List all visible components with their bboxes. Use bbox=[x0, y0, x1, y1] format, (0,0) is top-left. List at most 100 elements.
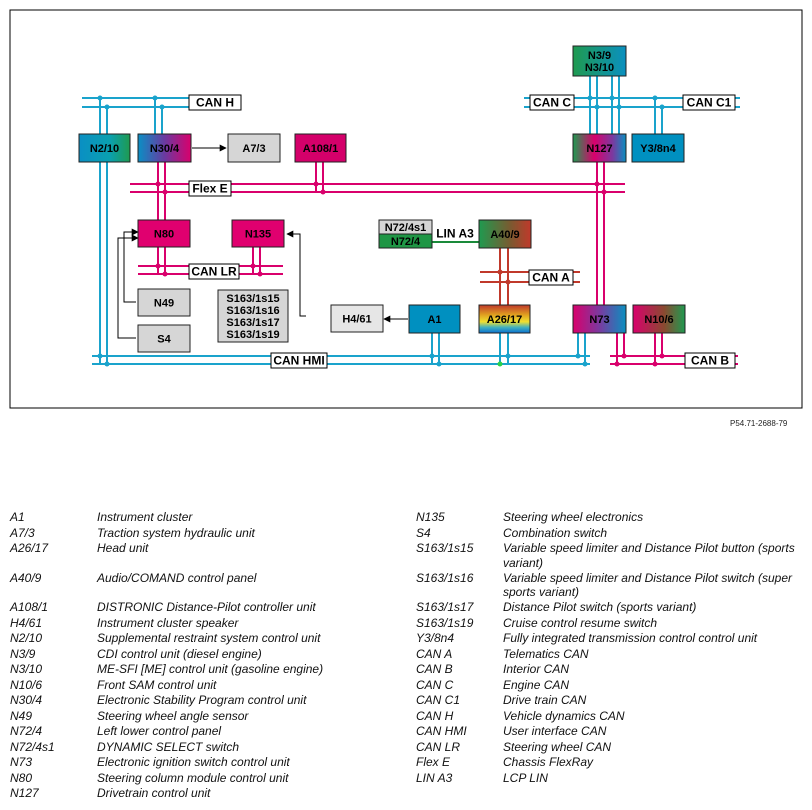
unit-label: N72/4 bbox=[391, 236, 421, 248]
bus-label-text: LIN A3 bbox=[436, 227, 474, 241]
unit-label: N2/10 bbox=[90, 143, 119, 155]
unit-a26-17: A26/17 bbox=[478, 304, 531, 334]
bus-label-text: CAN LR bbox=[191, 265, 237, 279]
unit-label: N49 bbox=[154, 298, 174, 310]
legend-row: CAN C Engine CAN bbox=[416, 678, 806, 694]
legend-description: Drive train CAN bbox=[503, 693, 587, 707]
legend-description: Steering wheel angle sensor bbox=[97, 708, 249, 723]
legend-code: N30/4 bbox=[10, 693, 43, 707]
legend-description: Instrument cluster speaker bbox=[97, 615, 239, 630]
legend-description: Traction system hydraulic unit bbox=[97, 525, 255, 540]
unit-label: N3/10 bbox=[585, 62, 614, 74]
legend-row: S163/1s19 Cruise control resume switch bbox=[416, 616, 806, 632]
legend-code: S163/1s17 bbox=[416, 600, 474, 614]
unit-label: N3/9 bbox=[588, 50, 611, 62]
legend-row: H4/61 Instrument cluster speaker bbox=[10, 616, 390, 632]
bus-label-text: Flex E bbox=[192, 182, 227, 196]
unit-n73: N73 bbox=[572, 304, 627, 334]
unit-label: N10/6 bbox=[644, 314, 673, 326]
legend-code: N135 bbox=[416, 510, 445, 524]
legend-description: Engine CAN bbox=[503, 677, 570, 692]
legend-description: Vehicle dynamics CAN bbox=[503, 708, 625, 723]
legend-description: LCP LIN bbox=[503, 770, 548, 785]
legend-code: N127 bbox=[10, 786, 39, 800]
legend-description: DISTRONIC Distance-Pilot controller unit bbox=[97, 600, 316, 614]
legend-row: LIN A3 LCP LIN bbox=[416, 771, 806, 787]
unit-n49: N49 bbox=[137, 288, 191, 317]
legend-description: Audio/COMAND control panel bbox=[97, 570, 257, 585]
unit-n135: N135 bbox=[231, 219, 285, 248]
legend-code: Y3/8n4 bbox=[416, 631, 455, 645]
bus-label-can-c: CAN C bbox=[529, 94, 575, 111]
legend-row: A108/1 DISTRONIC Distance-Pilot controlle… bbox=[10, 600, 390, 616]
legend-description: Variable speed limiter and Distance Pilo… bbox=[503, 541, 795, 570]
bus-label-can-lr: CAN LR bbox=[188, 263, 240, 280]
unit-label: S163/1s16 bbox=[226, 305, 279, 317]
signal-arrows bbox=[117, 144, 408, 339]
unit-s4: S4 bbox=[137, 324, 191, 353]
bus-label-text: CAN H bbox=[196, 96, 234, 110]
legend-code: S163/1s16 bbox=[416, 570, 474, 585]
unit-label: Y3/8n4 bbox=[640, 143, 676, 155]
unit-n10-6: N10/6 bbox=[632, 304, 686, 334]
legend-description: Variable speed limiter and Distance Pilo… bbox=[503, 570, 793, 600]
legend-code: CAN HMI bbox=[416, 724, 467, 738]
legend-description: Drivetrain control unit bbox=[97, 786, 211, 800]
figure-reference: P54.71-2688-79 bbox=[730, 419, 788, 428]
unit-a108-1: A108/1 bbox=[294, 133, 347, 163]
legend-description: Cruise control resume switch bbox=[503, 615, 658, 630]
unit-label: S163/1s17 bbox=[226, 317, 279, 329]
legend-description: Distance Pilot switch (sports variant) bbox=[503, 600, 697, 614]
bus-label-can-b: CAN B bbox=[684, 352, 736, 369]
legend-code: N72/4s1 bbox=[10, 739, 55, 754]
legend-description: Steering wheel CAN bbox=[503, 739, 612, 754]
legend-description: Left lower control panel bbox=[97, 724, 222, 738]
diagram-frame bbox=[9, 9, 803, 409]
legend-description: Front SAM control unit bbox=[97, 677, 217, 692]
bus-label-can-h: CAN H bbox=[188, 94, 242, 111]
unit-label: A7/3 bbox=[242, 143, 265, 155]
legend-code: A108/1 bbox=[10, 600, 49, 614]
legend-description: Steering column module control unit bbox=[97, 770, 289, 785]
legend-description: Steering wheel electronics bbox=[503, 510, 644, 524]
legend-code: Flex E bbox=[416, 755, 451, 769]
legend-code: N73 bbox=[10, 755, 33, 769]
legend-code: A7/3 bbox=[10, 525, 35, 540]
legend-row: A7/3 Traction system hydraulic unit bbox=[10, 526, 390, 542]
bus-label-text: CAN B bbox=[691, 354, 729, 368]
unit-n30-4: N30/4 bbox=[137, 133, 192, 163]
unit-label: N135 bbox=[245, 229, 271, 241]
legend-code: N49 bbox=[10, 708, 33, 723]
unit-n2-10: N2/10 bbox=[78, 133, 131, 163]
legend-description: Head unit bbox=[97, 541, 149, 555]
bus-label-text: CAN HMI bbox=[273, 354, 324, 368]
unit-a7-3: A7/3 bbox=[227, 133, 281, 163]
unit-label: N73 bbox=[589, 314, 609, 326]
legend-description: Interior CAN bbox=[503, 662, 570, 676]
legend-code: LIN A3 bbox=[416, 770, 453, 785]
bus-label-text: CAN C bbox=[533, 96, 571, 110]
unit-label: A40/9 bbox=[490, 229, 519, 241]
legend-description: Fully integrated transmission control co… bbox=[503, 631, 758, 645]
legend-code: H4/61 bbox=[10, 615, 43, 630]
legend-code: A1 bbox=[10, 510, 25, 524]
unit-label: S163/1s15 bbox=[226, 293, 279, 305]
legend-code: CAN C bbox=[416, 677, 454, 692]
unit-label: N72/4s1 bbox=[385, 222, 427, 234]
unit-a40-9: A40/9 bbox=[478, 219, 532, 249]
legend-code: S163/1s19 bbox=[416, 615, 474, 630]
